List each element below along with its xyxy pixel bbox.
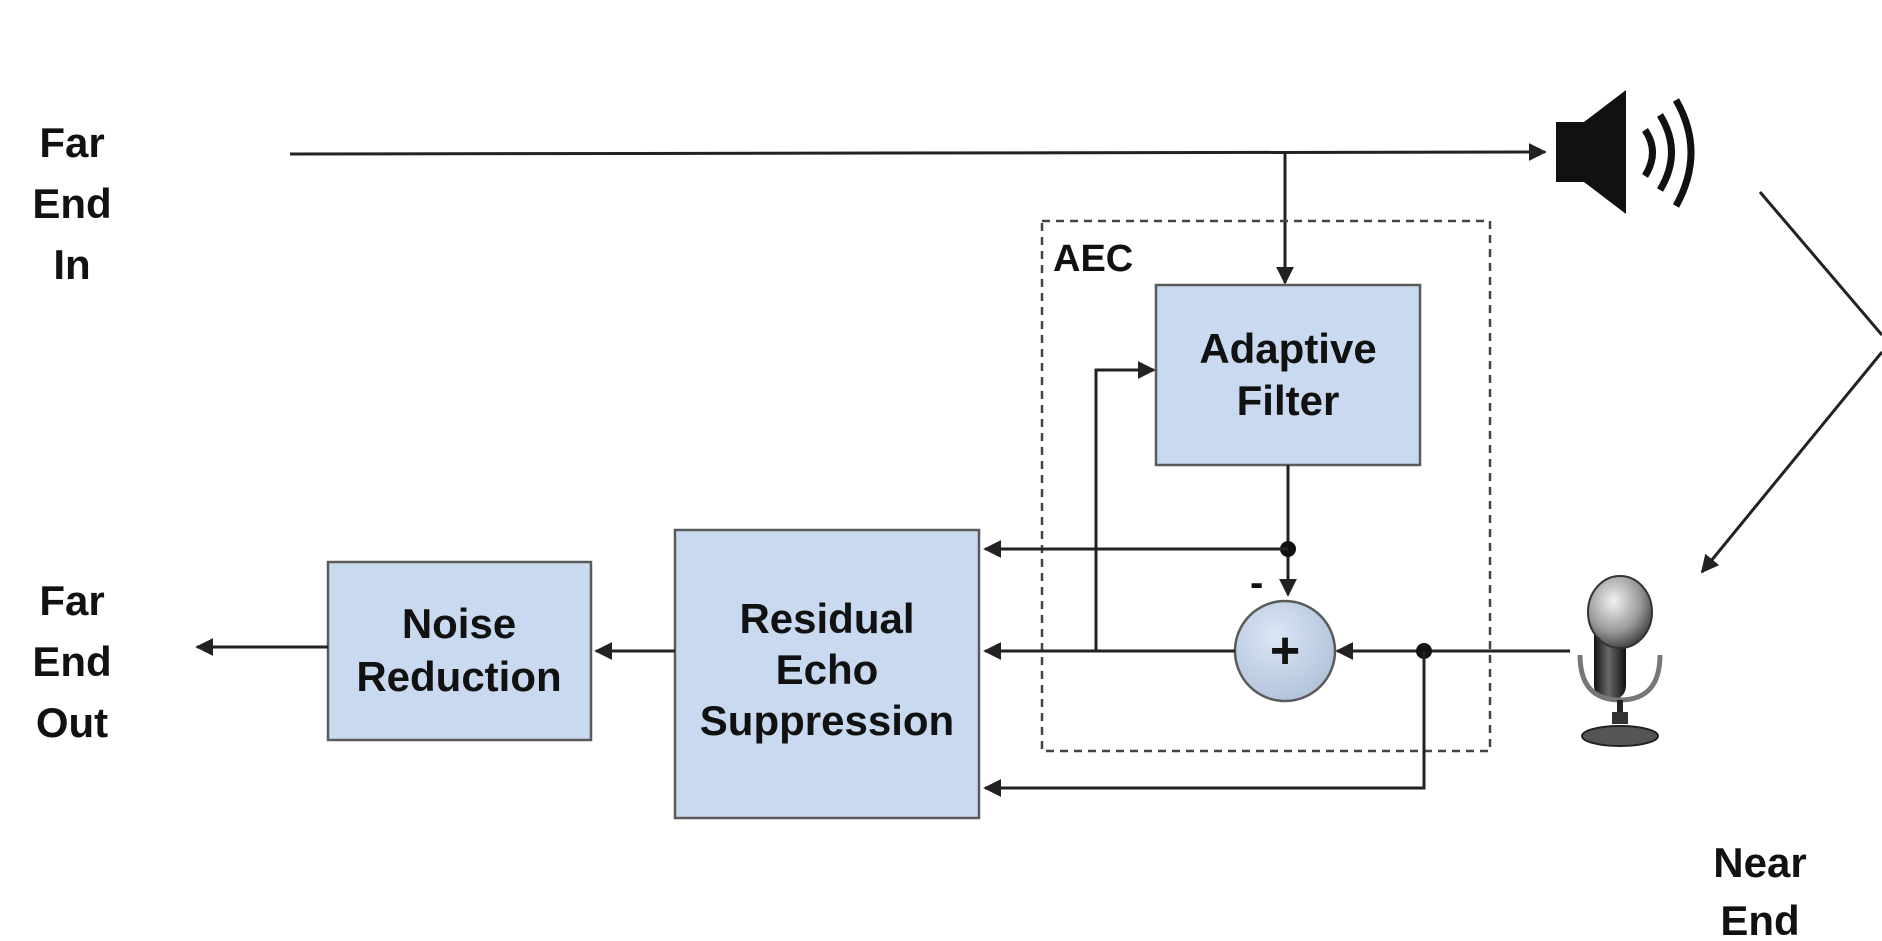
far-end-out-label: Far End Out — [32, 577, 111, 746]
microphone-icon — [1577, 575, 1663, 747]
mic-to-res-line — [983, 651, 1426, 797]
noise-reduction-line-2: Reduction — [356, 653, 561, 700]
adaptive-filter-block: Adaptive Filter — [1154, 283, 1422, 467]
noise-reduction-line-1: Noise — [402, 600, 516, 647]
far-end-out-line-2: End — [32, 638, 111, 685]
noise-reduction-block: Noise Reduction — [326, 560, 593, 742]
error-feedback-line — [1094, 361, 1156, 651]
far-end-out-line-1: Far — [39, 577, 104, 624]
far-end-in-signal-line — [289, 143, 1547, 162]
near-end-line-1: Near — [1713, 839, 1806, 886]
near-end-label: Near End — [1713, 839, 1806, 941]
res-line-3: Suppression — [700, 697, 954, 744]
far-end-out-line-3: Out — [36, 699, 108, 746]
acoustic-path-out — [1758, 191, 1882, 336]
res-line-2: Echo — [776, 646, 879, 693]
minus-sign: - — [1250, 561, 1263, 605]
far-end-in-line-1: Far — [39, 119, 104, 166]
far-end-in-line-2: End — [32, 180, 111, 227]
residual-echo-suppression-block: Residual Echo Suppression — [673, 528, 981, 820]
summing-junction-icon: + — [1233, 599, 1337, 703]
near-end-line-2: End — [1720, 897, 1799, 941]
aec-label: AEC — [1053, 238, 1133, 280]
speaker-icon — [1556, 90, 1695, 214]
adaptive-filter-line-1: Adaptive — [1199, 325, 1376, 372]
far-end-in-line-3: In — [53, 241, 90, 288]
aec-region — [1040, 219, 1492, 753]
res-line-1: Residual — [739, 595, 914, 642]
adaptive-filter-line-2: Filter — [1237, 377, 1340, 424]
acoustic-path-in — [1700, 351, 1882, 574]
plus-sign: + — [1270, 622, 1300, 680]
far-end-in-label: Far End In — [32, 119, 111, 288]
